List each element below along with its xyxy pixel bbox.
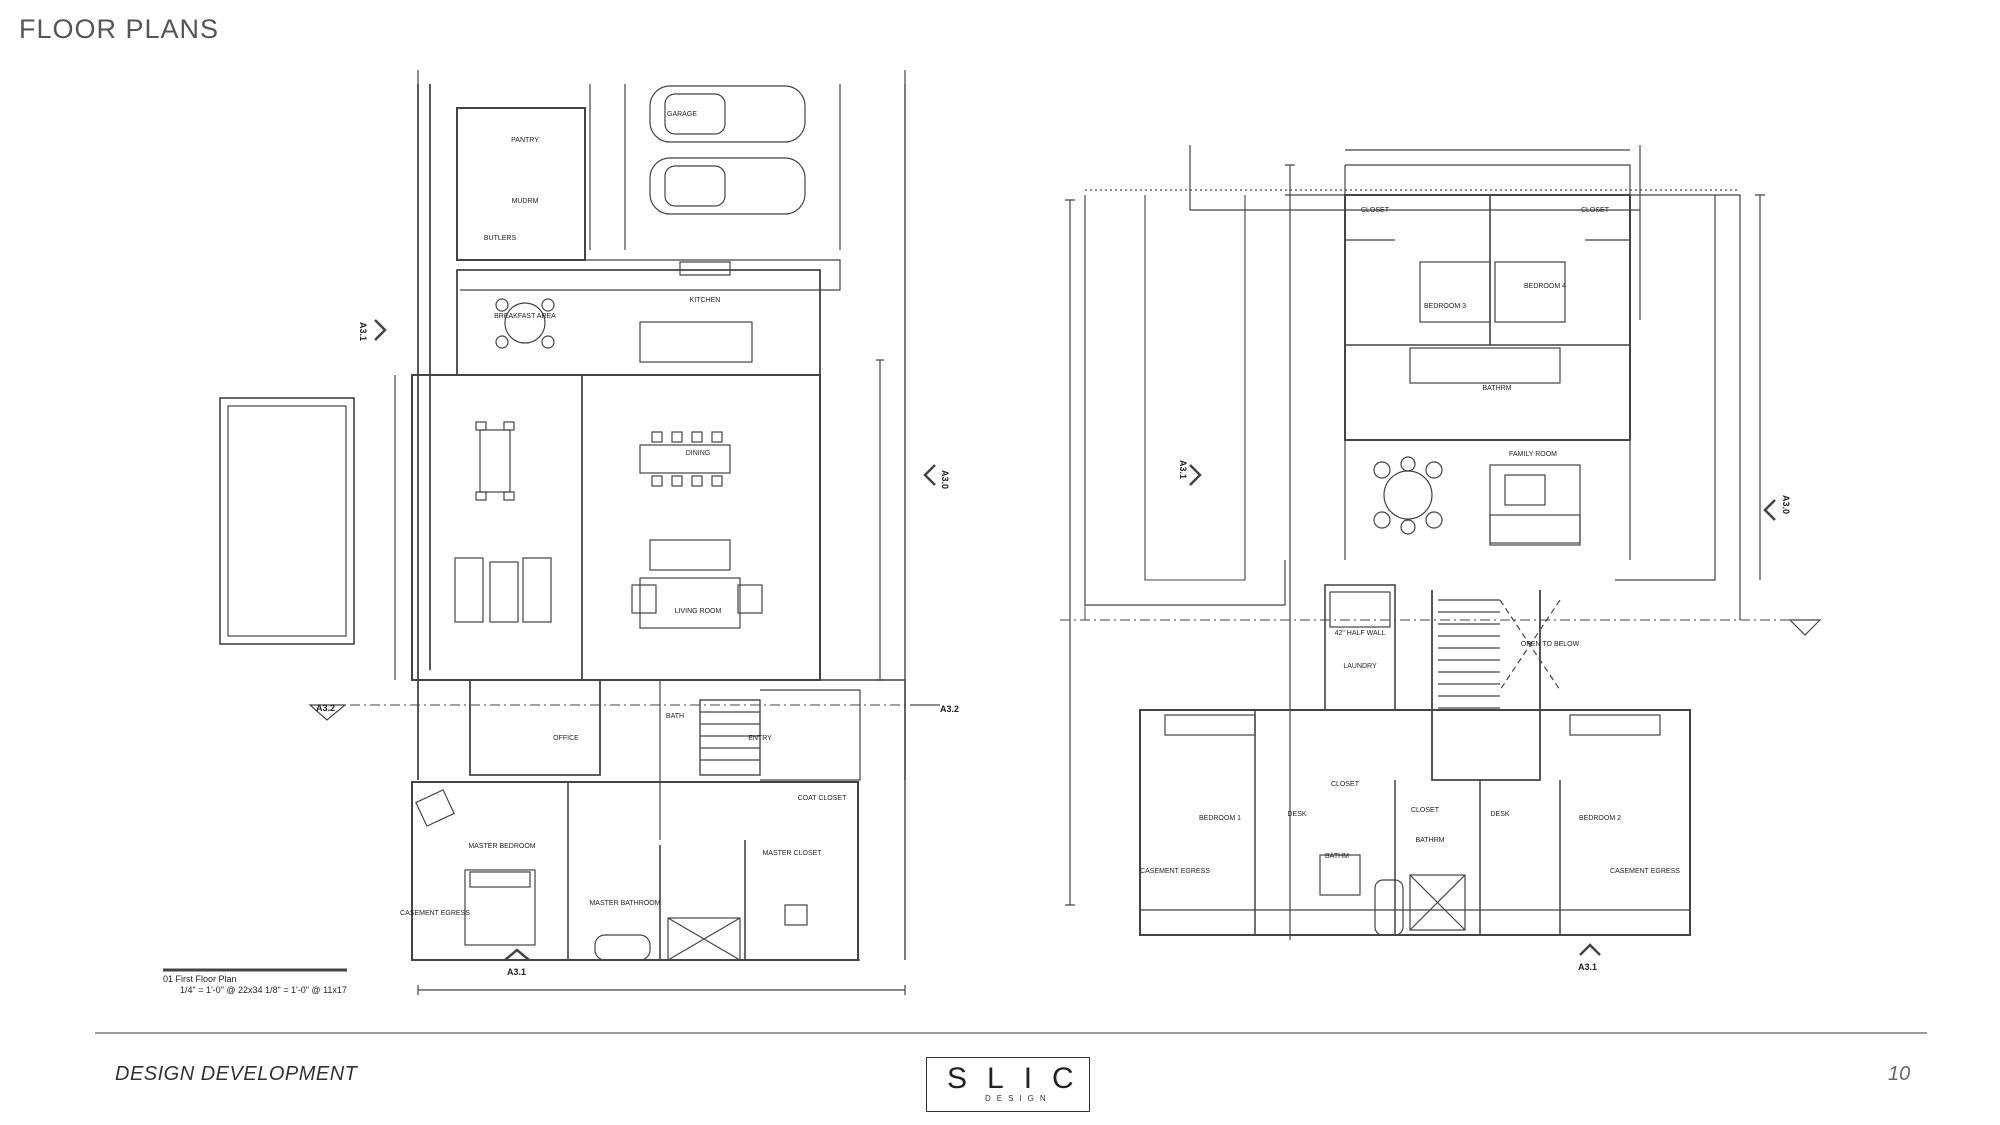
room-label: GARAGE: [667, 111, 697, 118]
room-label: KITCHEN: [690, 297, 721, 304]
family-sofa: [1489, 464, 1581, 546]
stair: [699, 699, 761, 776]
room-label: DESK: [1287, 811, 1306, 818]
room-label: CLOSET: [1361, 207, 1390, 214]
room-label: CASEMENT EGRESS: [400, 910, 470, 917]
room-label: CLOSET: [1581, 207, 1610, 214]
section-marker: A3.0: [1781, 495, 1791, 514]
room-label: LIVING ROOM: [675, 608, 722, 615]
floor-plans-drawing: GARAGE PANTRY MUDRM BUTLERS BREAKFAST AR…: [163, 70, 1822, 995]
section-marker: A3.1: [1578, 962, 1597, 972]
room-label: MUDRM: [512, 198, 539, 205]
first-floor-plan: [163, 70, 940, 995]
room-label: BREAKFAST AREA: [494, 313, 556, 320]
logo-wordmark: SLIC: [947, 1062, 1094, 1095]
room-label: MASTER BEDROOM: [468, 843, 535, 850]
room-label: OFFICE: [553, 735, 579, 742]
room-label: ENTRY: [748, 735, 772, 742]
bathtub: [594, 934, 651, 961]
kitchen-island: [639, 321, 753, 363]
shower: [667, 917, 741, 961]
room-label: DINING: [686, 450, 711, 457]
section-marker: A3.1: [1178, 460, 1188, 479]
room-label: PANTRY: [511, 137, 539, 144]
room-label: LAUNDRY: [1343, 663, 1377, 670]
section-marker: A3.2: [316, 703, 335, 713]
section-marker: A3.2: [940, 704, 959, 714]
bathtub-2: [1374, 879, 1404, 936]
section-marker: A3.0: [940, 470, 950, 489]
room-label: COAT CLOSET: [798, 795, 847, 802]
room-label: DESK: [1490, 811, 1509, 818]
room-label: BATH: [666, 713, 684, 720]
footer-divider: [95, 1032, 1927, 1034]
room-label: BATHRM: [1415, 837, 1444, 844]
pool: [219, 397, 355, 645]
breakfast-table: [504, 302, 546, 344]
room-label: BEDROOM 3: [1424, 303, 1466, 310]
master-bed: [464, 869, 536, 946]
room-label: CLOSET: [1331, 781, 1360, 788]
section-marker: A3.1: [507, 967, 526, 977]
room-label: BATHM: [1325, 853, 1349, 860]
room-label: BATHRM: [1482, 385, 1511, 392]
laundry-area: [1329, 591, 1391, 628]
room-label: MASTER CLOSET: [762, 850, 822, 857]
room-label: BEDROOM 4: [1524, 283, 1566, 290]
section-marker: A3.1: [358, 322, 368, 341]
room-label: BUTLERS: [484, 235, 517, 242]
dining-table: [639, 444, 731, 474]
plan-caption-scale: 1/4" = 1'-0" @ 22x34 1/8" = 1'-0" @ 11x1…: [180, 985, 347, 995]
bedroom3-bed: [1419, 261, 1491, 323]
page-number: 10: [1888, 1063, 1911, 1085]
footer-phase-label: DESIGN DEVELOPMENT: [115, 1063, 358, 1085]
car-icon: [649, 85, 806, 143]
second-floor-plan: [1060, 145, 1822, 956]
logo-subtitle: DESIGN: [979, 1094, 1046, 1103]
room-label: CLOSET: [1411, 807, 1440, 814]
room-label: FAMILY ROOM: [1509, 451, 1557, 458]
plan-caption-title: 01 First Floor Plan: [163, 974, 237, 984]
room-label: MASTER BATHROOM: [589, 900, 660, 907]
room-label: CASEMENT EGRESS: [1610, 868, 1680, 875]
room-label: CASEMENT EGRESS: [1140, 868, 1210, 875]
room-label: OPEN TO BELOW: [1521, 641, 1580, 648]
living-sofa: [649, 539, 731, 571]
room-label: BEDROOM 1: [1199, 815, 1241, 822]
room-label: BEDROOM 2: [1579, 815, 1621, 822]
page-title: FLOOR PLANS: [19, 14, 220, 44]
slic-design-logo: SLIC DESIGN: [926, 1057, 1090, 1112]
room-label: 42" HALF WALL: [1335, 630, 1386, 637]
family-round-table: [1383, 470, 1433, 520]
car-icon: [649, 157, 806, 215]
